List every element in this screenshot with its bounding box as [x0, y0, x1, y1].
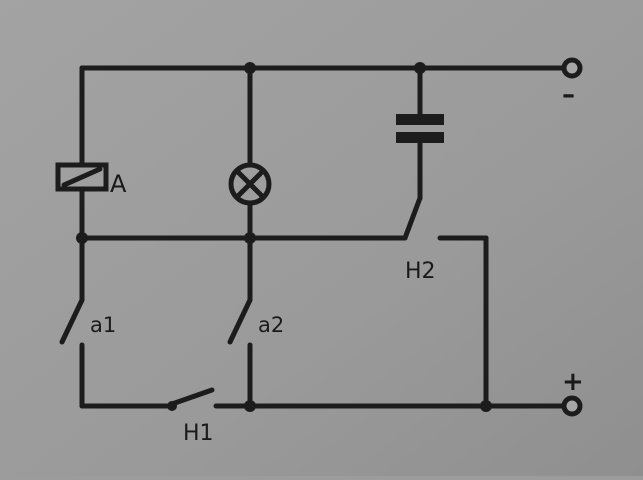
junction-dot [76, 232, 88, 244]
junction-dot [244, 62, 256, 74]
contact-a1-switch-blade [59, 297, 85, 345]
junction-dot [414, 62, 426, 74]
contact-a2-switch-blade [227, 297, 253, 345]
junction-dot [480, 400, 492, 412]
button-h1-switch-blade [169, 387, 215, 407]
terminal-negative [561, 57, 583, 79]
capacitor-plate-top [396, 114, 444, 125]
terminal-positive [561, 395, 583, 417]
button-h2-label: H2 [405, 259, 436, 284]
relay-label: A [110, 170, 127, 198]
junction-dot [244, 400, 256, 412]
terminal-negative-label: – [562, 80, 575, 110]
relay-coil-diagonal [61, 166, 103, 188]
button-h1-pivot-dot [167, 401, 177, 411]
terminal-positive-label: + [562, 367, 584, 397]
junction-dot [244, 232, 256, 244]
contact-a1-label: a1 [90, 313, 116, 337]
contact-a2-label: a2 [258, 313, 284, 337]
lamp-cross-2 [234, 168, 266, 200]
button-h2-switch-blade [402, 195, 423, 241]
capacitor-plate-bottom [396, 132, 444, 143]
button-h1-label: H1 [183, 421, 214, 446]
